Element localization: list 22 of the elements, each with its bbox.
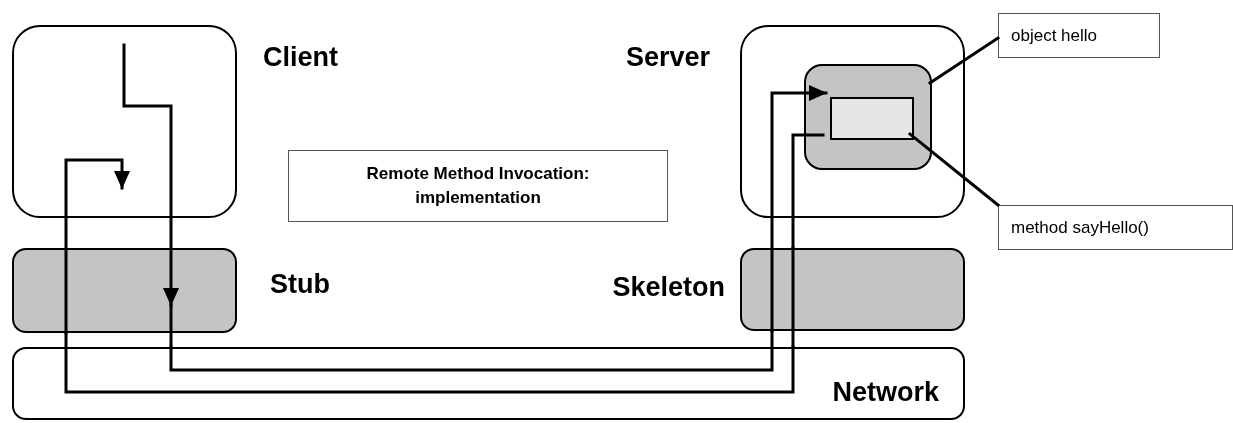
connector-line [791,246,795,349]
connector-line [791,133,825,250]
title-box [288,150,668,222]
arrow [122,43,179,307]
leader-line [928,36,1000,85]
connector-line [169,303,173,349]
layer-label: Network [832,379,939,406]
title-text: Remote Method Invocation: implementation [365,163,591,209]
callout-text: method sayHello() [1010,219,1150,236]
object-box [804,64,932,170]
layer-label: Stub [270,271,331,298]
layer-label: Skeleton [611,274,725,301]
arrow [64,158,130,335]
layer-label: Client [263,44,339,71]
arrow [770,85,828,333]
method-box [830,97,914,140]
network-band [12,347,965,420]
leader-line [908,132,1000,207]
callout-box [998,13,1160,58]
callout-box [998,205,1233,250]
callout-text: object hello [1010,27,1098,44]
layer-label: Server [624,44,710,71]
